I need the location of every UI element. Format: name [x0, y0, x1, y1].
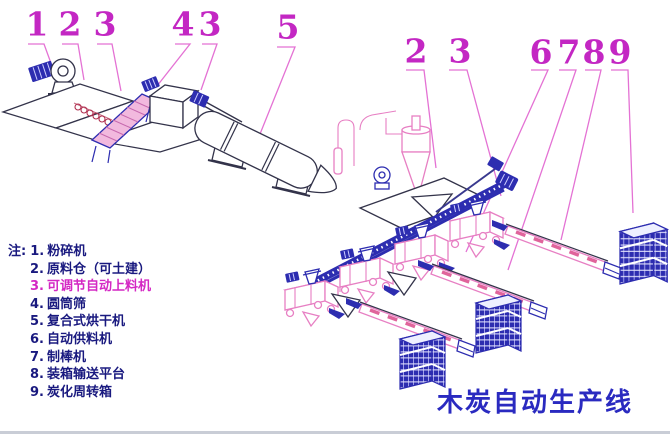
crate-stack — [399, 330, 446, 390]
leader-lines — [28, 43, 634, 271]
boxing-platform — [490, 218, 623, 281]
leader-line-8 — [560, 69, 602, 241]
legend-item-4: 4.圆筒筛 — [30, 296, 86, 312]
rotary-dryer — [194, 110, 337, 197]
callout-3-screw-conveyor: 3 — [448, 31, 472, 71]
callout-2-bin-left: 2 — [58, 4, 82, 44]
leader-line-7 — [507, 69, 577, 271]
leader-line-5 — [257, 46, 296, 140]
fan — [373, 166, 391, 190]
legend-item-9: 9.炭化周转箱 — [30, 384, 112, 400]
auger-screw — [73, 102, 113, 126]
bottom-edge — [0, 431, 670, 434]
callout-5-dryer: 5 — [276, 7, 300, 47]
legend-item-7: 7.制棒机 — [30, 349, 86, 365]
legend-prefix: 注: — [8, 244, 27, 259]
callout-7-rod-machine: 7 — [557, 32, 581, 72]
legend-item-8: 8.装箱输送平台 — [30, 367, 125, 383]
leader-line-4 — [156, 43, 192, 87]
callout-4-drum-screen: 4 — [171, 4, 195, 44]
callout-2-bin-right: 2 — [404, 31, 428, 71]
screw-motor — [487, 156, 504, 172]
callout-3-belt-feeder: 3 — [93, 4, 117, 44]
leader-line-2r — [406, 69, 437, 169]
leader-line-2 — [62, 43, 85, 81]
crate-stack — [475, 294, 522, 354]
leader-line-3r — [449, 69, 502, 197]
diagram-title: 木炭自动生产线 — [436, 388, 633, 418]
leader-line-1 — [28, 43, 53, 67]
discharge-funnel — [386, 271, 418, 297]
leader-line-3 — [97, 43, 122, 92]
legend: 注:1.粉碎机 2.原料仓（可土建） 3.可调节自动上料机 4.圆筒筛 5.复合… — [8, 243, 151, 401]
legend-item-6: 6.自动供料机 — [30, 331, 112, 347]
legend-item-2: 2.原料仓（可土建） — [30, 261, 151, 277]
leader-line-3b — [200, 43, 218, 91]
cyclone-separator — [401, 115, 431, 210]
drum-screen — [148, 84, 200, 130]
legend-item-1: 注:1.粉碎机 — [8, 244, 87, 259]
callout-8-boxing-platform: 8 — [582, 32, 606, 72]
callout-9-crates: 9 — [608, 32, 632, 72]
dryer-piping — [333, 110, 404, 175]
leader-line-9 — [611, 69, 634, 214]
belt-feeder-motor — [141, 76, 160, 92]
conveyor-motor — [495, 170, 519, 191]
legend-item-5: 5.复合式烘干机 — [30, 314, 125, 330]
callout-1-crusher: 1 — [25, 4, 49, 44]
discharge-funnel — [330, 293, 362, 319]
crate-stack — [618, 222, 669, 286]
legend-item-3: 3.可调节自动上料机 — [30, 279, 151, 295]
screw-feeder-motor — [189, 90, 210, 108]
callout-3-screw-feeder: 3 — [198, 4, 222, 44]
callout-6-auto-feeder: 6 — [529, 32, 553, 72]
